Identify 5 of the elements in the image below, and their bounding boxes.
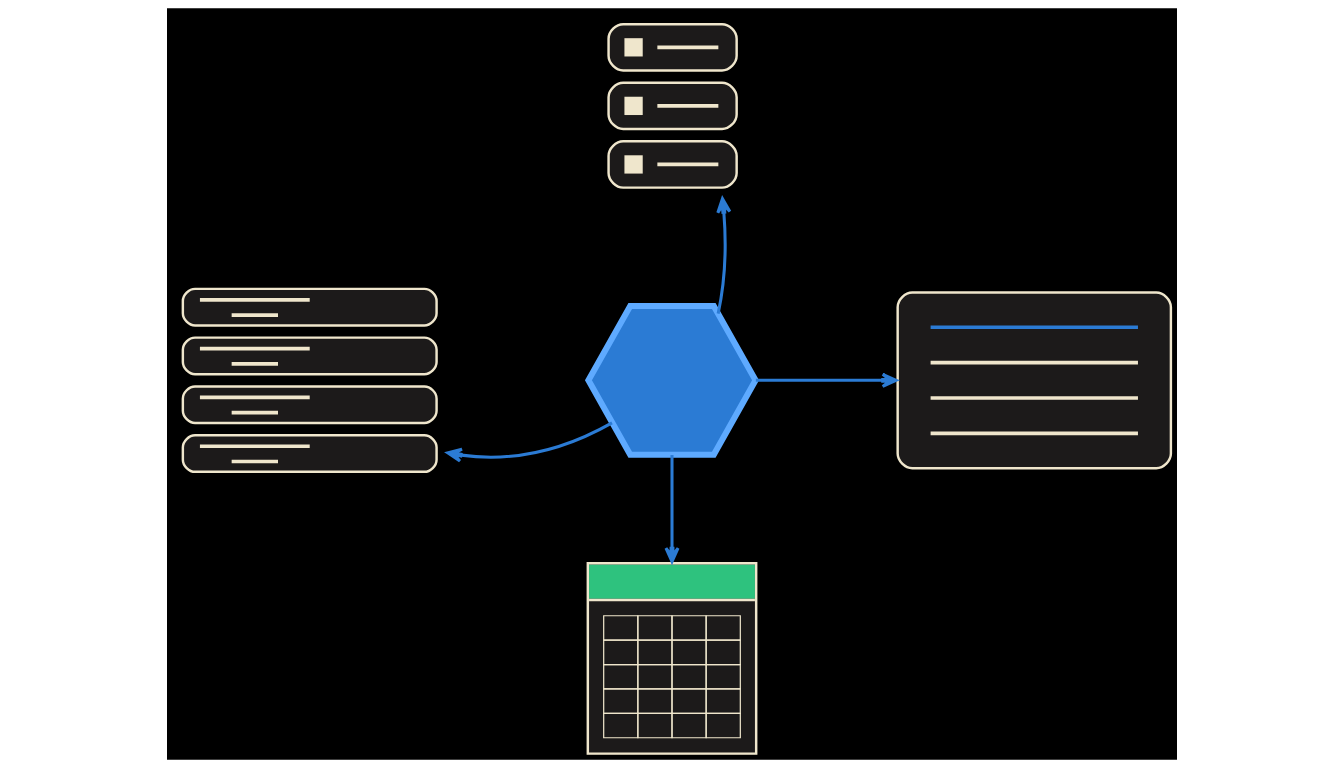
arrow — [446, 421, 613, 463]
arrow — [716, 197, 732, 314]
arrow — [755, 372, 898, 388]
node-hexagon — [584, 302, 760, 458]
arrow — [664, 455, 680, 564]
